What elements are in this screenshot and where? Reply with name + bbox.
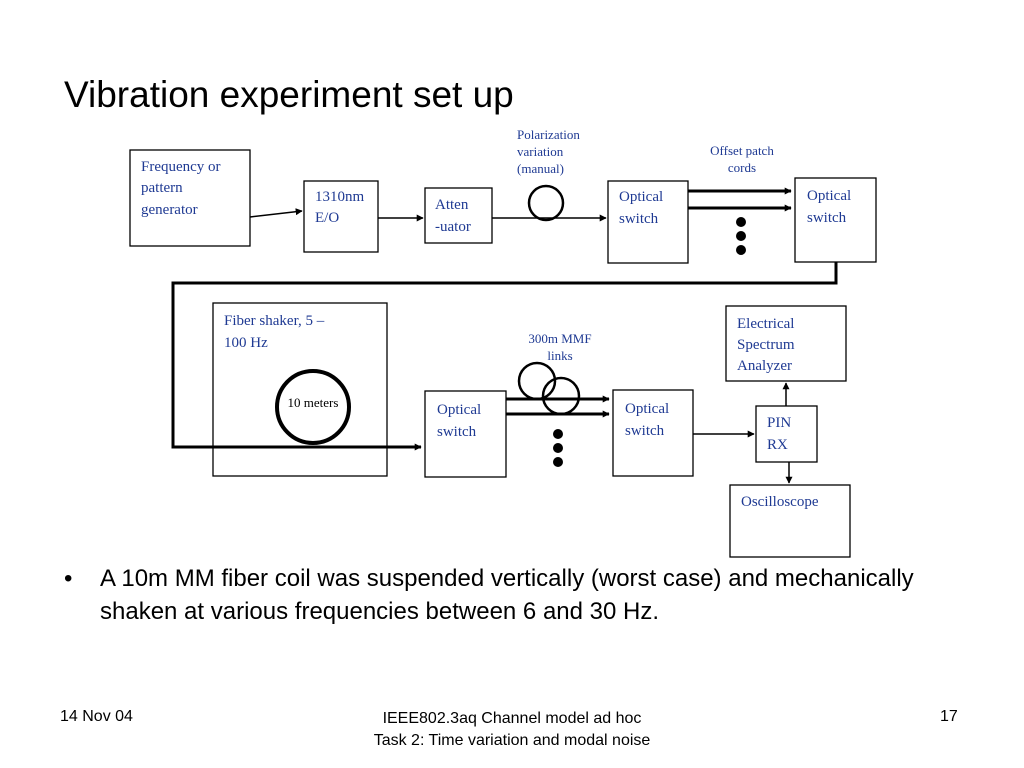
generator-label-3: generator (141, 202, 198, 218)
generator-label-1: Frequency or (141, 159, 221, 175)
offset-patch-label-1: Offset patch (710, 143, 774, 158)
pin-rx-label-1: PIN (767, 415, 791, 431)
optical-switch-1-box: Optical switch (607, 180, 689, 264)
optical-switch-3-label-1: Optical (437, 402, 481, 418)
polarization-label-2: variation (517, 144, 564, 159)
offset-patch-label-2: cords (728, 160, 756, 175)
esa-label-2: Spectrum (737, 337, 795, 353)
pin-rx-label-2: RX (767, 437, 788, 453)
polarization-label-3: (manual) (517, 161, 564, 176)
generator-box: Frequency or pattern generator (129, 149, 251, 247)
attenuator-label-1: Atten (435, 197, 469, 213)
polarization-label-1: Polarization (517, 127, 580, 142)
mmf-links-label-1: 300m MMF (528, 331, 591, 346)
slide-title: Vibration experiment set up (64, 74, 514, 115)
esa-box: Electrical Spectrum Analyzer (725, 305, 847, 382)
pin-rx-box: PIN RX (755, 405, 818, 463)
fiber-coil (275, 369, 351, 445)
attenuator-label-2: -uator (435, 219, 471, 235)
optical-switch-1-label-2: switch (619, 211, 659, 227)
footer-center: IEEE802.3aq Channel model ad hoc Task 2:… (312, 708, 712, 752)
mmf-links-label-2: links (547, 348, 572, 363)
optical-switch-1-label-1: Optical (619, 189, 663, 205)
footer-page-number: 17 (940, 708, 958, 725)
bullet-text: A 10m MM fiber coil was suspended vertic… (100, 565, 914, 625)
more-channels-dots-top (736, 217, 746, 255)
esa-label-1: Electrical (737, 316, 794, 332)
optical-switch-3-box: Optical switch (424, 390, 507, 478)
connections (171, 187, 838, 484)
optical-switch-2-label-2: switch (807, 210, 847, 226)
footer-center-line-2: Task 2: Time variation and modal noise (373, 732, 651, 749)
optical-switch-4-box: Optical switch (612, 389, 694, 477)
bullet-marker: • (64, 565, 73, 592)
generator-label-2: pattern (141, 180, 183, 196)
bullet-item: • A 10m MM fiber coil was suspended vert… (64, 562, 964, 628)
optical-switch-4-label-1: Optical (625, 401, 669, 417)
optical-switch-3-label-2: switch (437, 424, 477, 440)
more-channels-dots-bottom (553, 429, 563, 467)
eo-label-2: E/O (315, 210, 339, 226)
optical-switch-2-label-1: Optical (807, 188, 851, 204)
eo-label-1: 1310nm (315, 189, 365, 205)
polarization-loop (527, 184, 565, 222)
eo-box: 1310nm E/O (303, 180, 379, 253)
footer-center-line-1: IEEE802.3aq Channel model ad hoc (382, 710, 642, 727)
footer-date: 14 Nov 04 (60, 708, 133, 725)
esa-label-3: Analyzer (737, 358, 792, 374)
coil-label: 10 meters (288, 395, 339, 410)
fiber-shaker-label-2: 100 Hz (224, 335, 268, 351)
optical-switch-4-label-2: switch (625, 423, 665, 439)
optical-switch-2-box: Optical switch (794, 177, 877, 263)
fiber-shaker-box: Fiber shaker, 5 – 100 Hz (212, 302, 388, 477)
fiber-shaker-label-1: Fiber shaker, 5 – (224, 313, 325, 329)
oscilloscope-box: Oscilloscope (729, 484, 851, 558)
oscilloscope-label: Oscilloscope (741, 494, 819, 510)
attenuator-box: Atten -uator (424, 187, 493, 244)
